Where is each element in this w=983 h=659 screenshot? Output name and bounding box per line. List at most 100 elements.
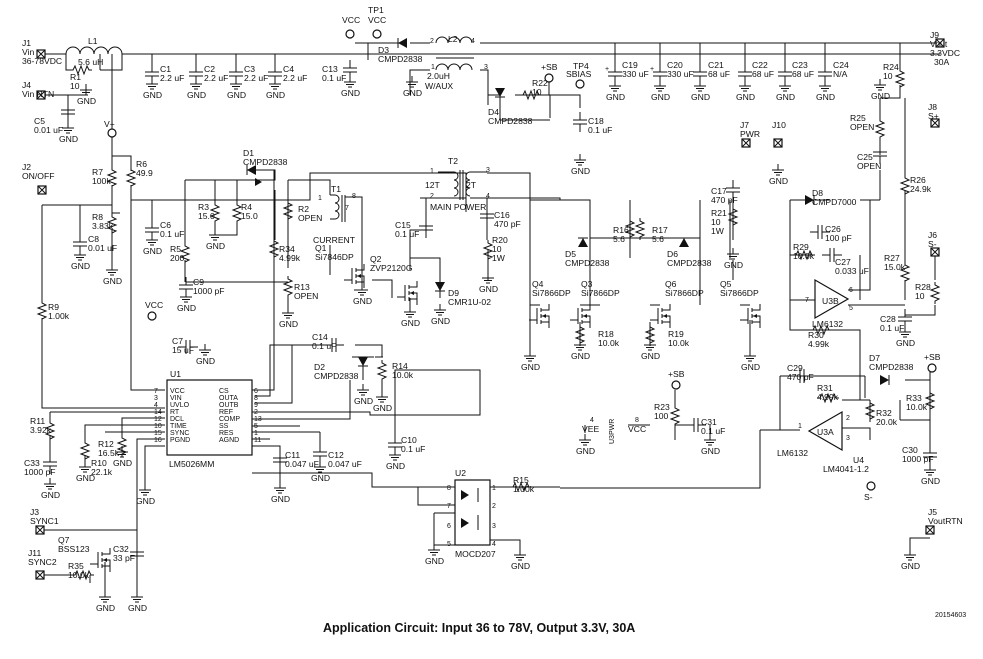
resistor-r29-value: 10.0k xyxy=(793,251,815,261)
diode-d5-ref: D5 xyxy=(565,249,576,259)
ic-u1-pin-name-rt: RT xyxy=(170,409,180,416)
ic-u1-pin-15: 15 xyxy=(154,430,162,437)
supply-sminus-label: S- xyxy=(864,492,873,502)
net-vcc-u3: VCC xyxy=(628,424,646,434)
svg-text:T2: T2 xyxy=(448,156,458,166)
resistor-r32-ref: R32 xyxy=(876,408,892,418)
transistor-q3-part: Si7866DP xyxy=(581,288,620,298)
capacitor-c15-ref: C15 xyxy=(395,220,411,230)
resistor-r4-ref: R4 xyxy=(241,202,252,212)
ground-symbol: GND xyxy=(113,446,132,468)
ic-u2-pin-7: 7 xyxy=(447,503,451,510)
connector-j1-ref: J1 xyxy=(22,38,31,48)
resistor-r17-value: 5.6 xyxy=(652,234,664,244)
capacitor-c6-ref: C6 xyxy=(160,220,171,230)
ic-u1-pin-2: 2 xyxy=(254,409,258,416)
ground-label: GND xyxy=(271,494,290,504)
capacitor-c16-ref: C16 xyxy=(494,210,510,220)
ic-u1-pin-name-outb: OUTB xyxy=(219,402,239,409)
ground-label: GND xyxy=(431,316,450,326)
ic-u1-ref: U1 xyxy=(170,369,181,379)
capacitor-c25-value: OPEN xyxy=(857,161,881,171)
capacitor-c4: C42.2 uF xyxy=(268,64,307,84)
ic-u1-pin-name-dcl: DCL xyxy=(170,416,184,423)
ic-u1-pin-name-res: RES xyxy=(219,430,234,437)
svg-text:W/AUX: W/AUX xyxy=(425,81,453,91)
connector-j5-ref: J5 xyxy=(928,507,937,517)
ground-label: GND xyxy=(511,561,530,571)
ground-symbol: GND xyxy=(606,80,625,102)
supply-vcc-c13-label: VCC xyxy=(342,15,360,25)
capacitor-c7-value: 15 uF xyxy=(172,345,194,355)
svg-text:MAIN POWER: MAIN POWER xyxy=(430,202,486,212)
opamp-u3a-part: LM6132 xyxy=(777,448,808,458)
ic-u1-pin-14: 14 xyxy=(154,409,162,416)
connector-j9-sub2: 30A xyxy=(934,57,950,67)
ic-u1-pin-name-outa: OUTA xyxy=(219,395,238,402)
capacitor-c1-value: 2.2 uF xyxy=(160,73,184,83)
resistor-r33-ref: R33 xyxy=(906,393,922,403)
inductor-l1-ref: L1 xyxy=(88,36,98,46)
ground-label: GND xyxy=(341,88,360,98)
resistor-r2-ref: R2 xyxy=(298,204,309,214)
diode-d8-part: CMPD7000 xyxy=(812,197,857,207)
svg-text:4: 4 xyxy=(471,38,475,45)
connector-j6-ref: J6 xyxy=(928,230,937,240)
transistor-q2-ref: Q2 xyxy=(370,254,382,264)
diode-d9-ref: D9 xyxy=(448,288,459,298)
capacitor-c18-value: 0.1 uF xyxy=(588,125,612,135)
ground-symbol: GND xyxy=(921,464,940,486)
ground-symbol: GND xyxy=(691,80,710,102)
resistor-r1-value: 10 xyxy=(70,81,80,91)
ref-u4-part: LM4041-1.2 xyxy=(823,464,869,474)
ref-u4-id: U4 xyxy=(853,455,864,465)
transistor-q6-part: Si7866DP xyxy=(665,288,704,298)
svg-text:4: 4 xyxy=(486,193,490,200)
capacitor-c29-ref: C29 xyxy=(787,363,803,373)
ground-label: GND xyxy=(901,561,920,571)
resistor-r3-ref: R3 xyxy=(198,202,209,212)
resistor-r19-ref: R19 xyxy=(668,329,684,339)
connector-j2-label: ON/OFF xyxy=(22,171,54,181)
capacitor-c10-value: 0.1 uF xyxy=(401,444,425,454)
ground-label: GND xyxy=(571,351,590,361)
resistor-r26-value: 24.9k xyxy=(910,184,932,194)
opamp-u3b-part: LM6132 xyxy=(812,319,843,329)
ground-symbol: GND xyxy=(206,229,225,251)
resistor-r22-value: 10 xyxy=(532,87,542,97)
resistor-r28-ref: R28 xyxy=(915,282,931,292)
svg-text:2: 2 xyxy=(430,193,434,200)
transistor-q1-ref: Q1 xyxy=(315,243,327,253)
capacitor-c33-value: 1000 pF xyxy=(24,467,56,477)
ground-symbol: GND xyxy=(311,461,330,483)
resistor-r28-value: 10 xyxy=(915,291,925,301)
capacitor-c11-value: 0.047 uF xyxy=(285,459,319,469)
ic-u1-pin-9: 9 xyxy=(254,402,258,409)
ground-symbol: GND xyxy=(271,482,290,504)
transistor-q7-part: BSS123 xyxy=(58,544,90,554)
capacitor-c11-ref: C11 xyxy=(285,450,300,460)
ground-symbol: GND xyxy=(571,339,590,361)
ic-u2-pin-8: 8 xyxy=(447,485,451,492)
